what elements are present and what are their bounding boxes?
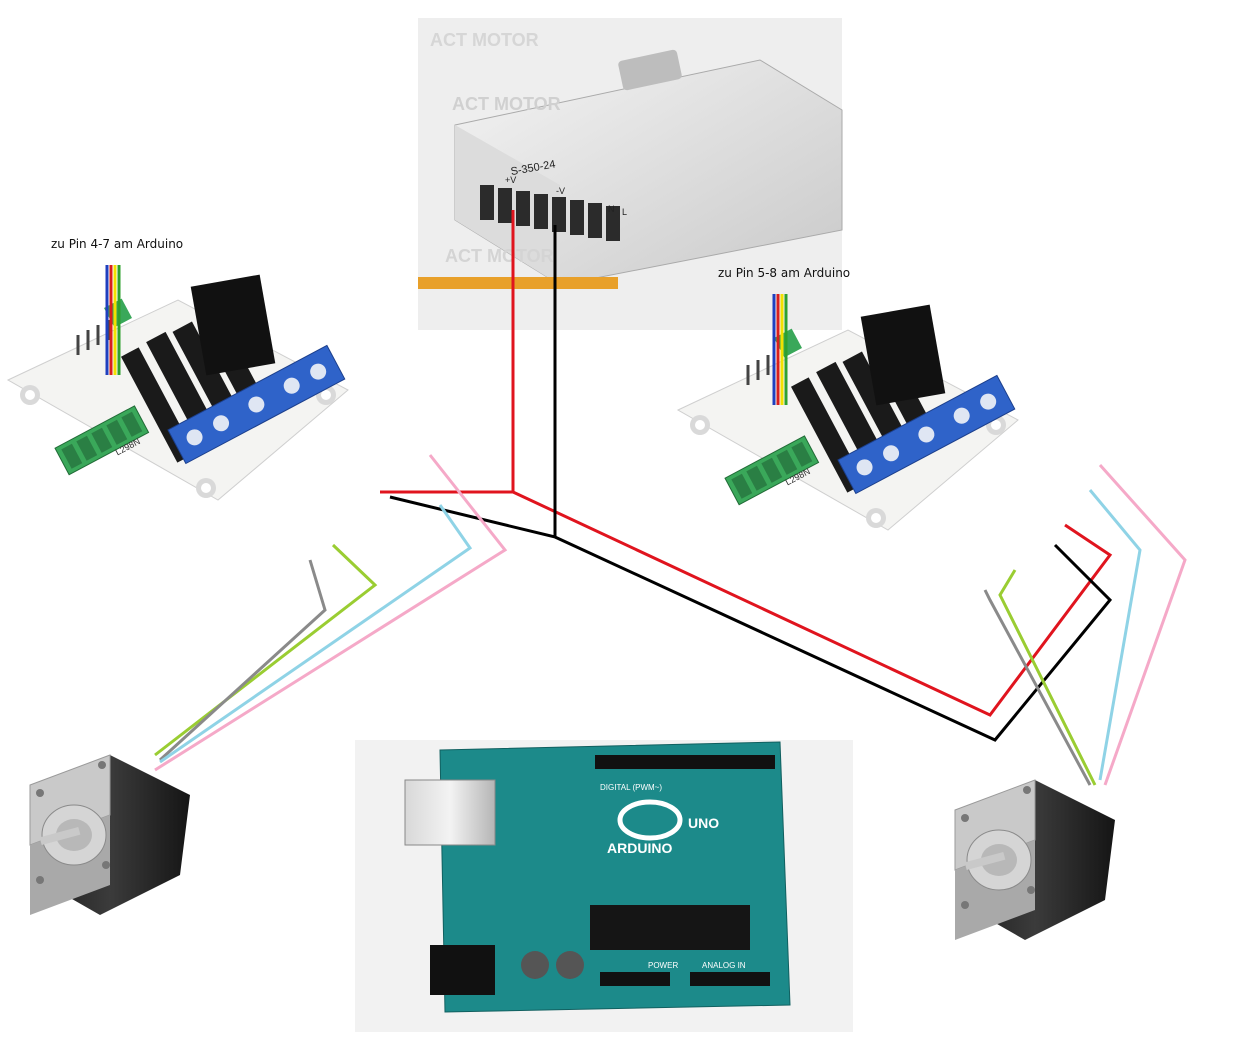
- arduino-digital-label: DIGITAL (PWM~): [600, 783, 662, 792]
- arduino-power-label: POWER: [648, 961, 678, 970]
- stepper-motor-right: [954, 779, 1116, 941]
- motor-driver-left: L298N: [6, 273, 350, 502]
- psu-watermark-1: ACT MOTOR: [430, 30, 539, 50]
- arduino-brand: ARDUINO: [607, 840, 672, 856]
- signal-wires-left: [105, 265, 121, 375]
- psu-terminal-n: N: [608, 204, 615, 214]
- stepper-motor-left: [29, 754, 191, 916]
- coil-wires: [154, 454, 1187, 786]
- psu-terminal-vminus: -V: [556, 186, 565, 196]
- psu-terminal-l: L: [622, 207, 627, 217]
- psu-terminal-vplus: +V: [505, 175, 516, 185]
- arduino-model: UNO: [688, 815, 719, 831]
- psu-watermark-3: ACT MOTOR: [445, 246, 554, 266]
- arduino-analog-label: ANALOG IN: [702, 961, 746, 970]
- power-supply: ACT MOTOR ACT MOTOR ACT MOTOR S-350-24 +…: [418, 18, 843, 330]
- psu-watermark-2: ACT MOTOR: [452, 94, 561, 114]
- arduino-uno: ARDUINO UNO DIGITAL (PWM~) POWER ANALOG …: [355, 740, 853, 1032]
- left-driver-pin-note: zu Pin 4-7 am Arduino: [51, 237, 184, 251]
- signal-wires-right: [772, 294, 788, 405]
- right-driver-pin-note: zu Pin 5-8 am Arduino: [718, 266, 851, 280]
- motor-driver-right: L298N: [676, 303, 1020, 532]
